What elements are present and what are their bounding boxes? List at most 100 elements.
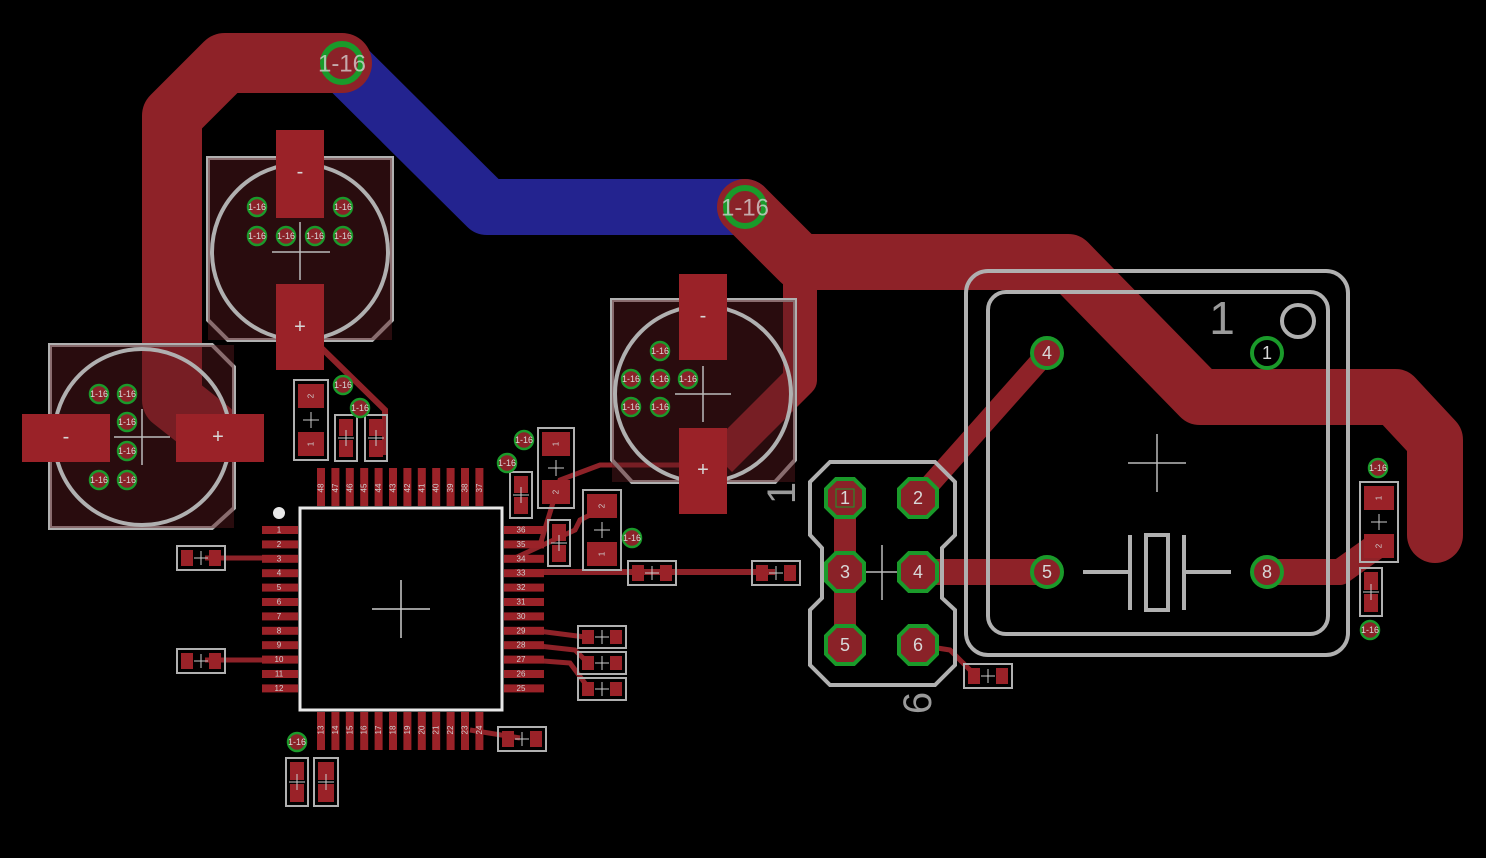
svg-text:8: 8 <box>1262 562 1272 582</box>
smd-passive[interactable]: 21 <box>293 379 329 461</box>
chip-pin-44: 44 <box>374 468 383 506</box>
svg-text:1-16: 1-16 <box>651 374 669 384</box>
svg-text:34: 34 <box>517 554 526 563</box>
crystal-pin-1[interactable]: 1 <box>1250 336 1284 370</box>
svg-text:44: 44 <box>374 483 383 492</box>
smd-passive[interactable] <box>577 651 627 675</box>
smd-passive[interactable]: 12 <box>1359 481 1399 563</box>
chip-pin-2: 2 <box>262 540 298 549</box>
svg-text:25: 25 <box>517 684 526 693</box>
crystal-pin1-marker: 1 <box>1209 292 1235 344</box>
svg-text:1-16: 1-16 <box>288 737 306 747</box>
svg-text:1: 1 <box>307 441 316 446</box>
smd-passive[interactable] <box>963 663 1013 689</box>
chip-pin-30: 30 <box>504 612 544 621</box>
smd-passive[interactable] <box>751 560 801 586</box>
smd-passive[interactable] <box>313 757 339 807</box>
svg-text:1-16: 1-16 <box>1369 463 1387 473</box>
header-label-end: 6 <box>896 692 940 714</box>
svg-text:2: 2 <box>277 540 282 549</box>
chip-pin-46: 46 <box>345 468 354 506</box>
svg-text:1-16: 1-16 <box>651 346 669 356</box>
chip-pin-23: 23 <box>461 712 470 750</box>
svg-text:4: 4 <box>1042 343 1052 363</box>
crystal-pin-4[interactable]: 4 <box>1030 336 1064 370</box>
header-pin-1[interactable]: 1 <box>824 477 866 519</box>
capacitor-c1[interactable]: - + <box>206 130 394 370</box>
svg-text:1-16: 1-16 <box>351 403 369 413</box>
small-via: 1-16 <box>88 469 110 491</box>
crystal-pin-8[interactable]: 8 <box>1250 555 1284 589</box>
header-pin-6[interactable]: 6 <box>897 624 939 666</box>
chip-pin-27: 27 <box>504 655 544 664</box>
svg-text:11: 11 <box>275 670 284 679</box>
svg-text:12: 12 <box>275 684 284 693</box>
svg-text:2: 2 <box>913 488 923 508</box>
smd-passive[interactable] <box>577 677 627 701</box>
chip-pin-8: 8 <box>262 626 298 635</box>
header-pin-3[interactable]: 3 <box>824 551 866 593</box>
smd-passive[interactable] <box>497 726 547 752</box>
crystal-oscillator[interactable]: 1 <box>964 269 1350 657</box>
via-middle-label: 1-16 <box>721 195 769 222</box>
smd-passive[interactable] <box>364 414 388 462</box>
svg-text:5: 5 <box>840 635 850 655</box>
svg-text:1-16: 1-16 <box>1361 625 1379 635</box>
small-via: 1-16 <box>621 527 643 549</box>
chip-pin-39: 39 <box>446 468 455 506</box>
chip-pin-18: 18 <box>389 712 398 750</box>
capacitor-c3[interactable]: - + <box>22 343 264 530</box>
via-top-left-label: 1-16 <box>318 51 366 78</box>
svg-text:20: 20 <box>417 725 426 734</box>
svg-text:35: 35 <box>517 540 526 549</box>
chip-pin-36: 36 <box>504 526 544 535</box>
header-pin-5[interactable]: 5 <box>824 624 866 666</box>
chip-pin-12: 12 <box>262 684 298 693</box>
smd-passive[interactable] <box>285 757 309 807</box>
chip-pin-5: 5 <box>262 583 298 592</box>
svg-text:37: 37 <box>475 483 484 492</box>
small-via: 1-16 <box>1359 619 1381 641</box>
svg-text:1-16: 1-16 <box>90 389 108 399</box>
smd-passive[interactable] <box>577 625 627 649</box>
svg-text:29: 29 <box>517 626 526 635</box>
svg-text:28: 28 <box>517 641 526 650</box>
smd-passive[interactable] <box>334 414 358 462</box>
smd-passive[interactable]: 12 <box>537 427 575 509</box>
crystal-pin-5[interactable]: 5 <box>1030 555 1064 589</box>
chip-pin-24: 24 <box>475 712 484 750</box>
smd-passive[interactable] <box>176 545 226 571</box>
svg-text:9: 9 <box>277 641 282 650</box>
svg-text:1-16: 1-16 <box>277 231 295 241</box>
smd-passive[interactable] <box>547 519 571 567</box>
smd-passive[interactable] <box>627 560 677 586</box>
svg-text:16: 16 <box>360 725 369 734</box>
trace-crystal-4 <box>908 343 1057 508</box>
header-pin-2[interactable]: 2 <box>897 477 939 519</box>
bottom-trace <box>314 35 773 235</box>
chip-pin-34: 34 <box>504 554 544 563</box>
small-via: 1-16 <box>649 340 671 362</box>
smd-passive[interactable] <box>1359 567 1383 617</box>
power-trace-left <box>142 33 372 460</box>
smd-passive[interactable]: 21 <box>582 489 622 571</box>
svg-text:1: 1 <box>840 488 850 508</box>
svg-text:33: 33 <box>517 569 526 578</box>
svg-text:24: 24 <box>475 725 484 734</box>
chip-pin-20: 20 <box>417 712 426 750</box>
chip-pin-38: 38 <box>461 468 470 506</box>
svg-text:26: 26 <box>517 670 526 679</box>
svg-text:2: 2 <box>552 489 561 494</box>
isp-header[interactable]: 1 6 <box>760 460 957 714</box>
chip-pin-10: 10 <box>262 655 298 664</box>
capacitor-c2[interactable]: - + <box>610 274 797 514</box>
smd-passive[interactable] <box>509 471 533 519</box>
svg-text:14: 14 <box>331 725 340 734</box>
small-via: 1-16 <box>1367 457 1389 479</box>
via-middle: 1-16 <box>719 181 771 233</box>
small-via: 1-16 <box>620 368 642 390</box>
smd-passive[interactable] <box>176 648 226 674</box>
svg-text:1-16: 1-16 <box>679 374 697 384</box>
header-pin-4[interactable]: 4 <box>897 551 939 593</box>
